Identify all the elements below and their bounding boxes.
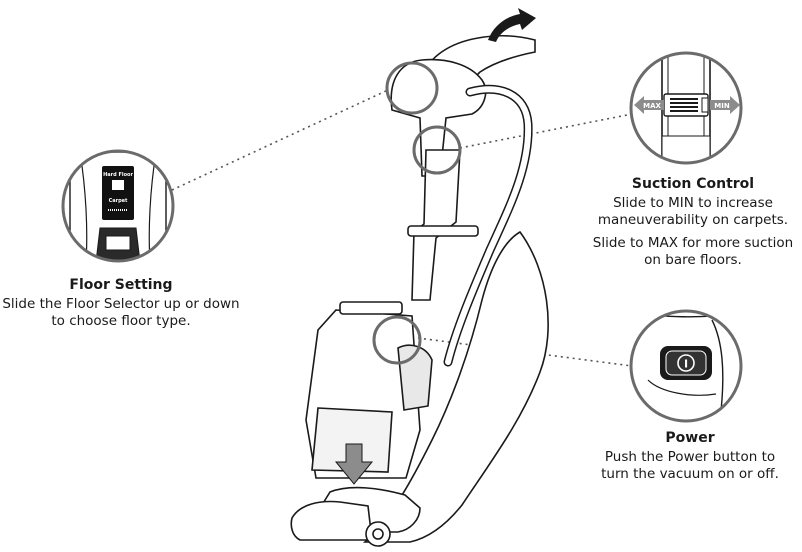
hose-inner bbox=[445, 86, 532, 365]
floor-nozzle bbox=[290, 500, 373, 541]
wand-clip bbox=[407, 225, 479, 237]
floor-setting-description: Slide the Floor Selector up or down to c… bbox=[2, 296, 240, 329]
suction-slider bbox=[663, 93, 709, 117]
leader-floor bbox=[171, 89, 389, 191]
max-arrow bbox=[634, 96, 664, 114]
ring-floor-selector bbox=[385, 61, 439, 115]
power-description: Push the Power button to turn the vacuum… bbox=[601, 449, 779, 482]
ring-power-button bbox=[372, 315, 422, 365]
vacuum-outline bbox=[290, 58, 533, 547]
suction-control-title: Suction Control bbox=[631, 176, 755, 192]
canister-window bbox=[311, 407, 393, 473]
power-inset: I bbox=[629, 309, 743, 423]
power-icon bbox=[677, 354, 695, 372]
highlight-rings bbox=[372, 61, 462, 365]
ring-suction-control bbox=[412, 125, 462, 175]
nozzle-wheel-hub bbox=[372, 528, 384, 540]
floor-setting-title: Floor Setting bbox=[69, 277, 173, 293]
suction-inset: MAX MIN bbox=[629, 51, 743, 165]
suction-slider-grip bbox=[670, 98, 698, 112]
canister-top bbox=[339, 301, 403, 315]
floor-label-panel bbox=[102, 166, 134, 220]
power-callout: Power Push the Power button to turn the … bbox=[590, 430, 790, 483]
rotate-arrow bbox=[488, 8, 536, 42]
leader-lines bbox=[171, 89, 633, 367]
suction-control-line2: Slide to MAX for more suction on bare fl… bbox=[592, 235, 794, 268]
floor-label-hard: Hard Floor bbox=[103, 172, 133, 178]
leader-suction bbox=[459, 113, 633, 149]
suction-control-line1: Slide to MIN to increase maneuverability… bbox=[597, 195, 789, 228]
handle-grip bbox=[390, 58, 487, 177]
floor-label-carpet: Carpet bbox=[109, 198, 128, 204]
min-label: MIN bbox=[714, 102, 730, 110]
floor-inset: Hard Floor Carpet bbox=[61, 149, 175, 263]
max-label: MAX bbox=[643, 102, 661, 110]
push-down-arrow bbox=[334, 443, 374, 485]
min-arrow bbox=[710, 96, 740, 114]
power-symbol: I bbox=[684, 358, 688, 371]
power-title: Power bbox=[665, 430, 715, 446]
suction-control-callout: Suction Control Slide to MIN to increase… bbox=[584, 176, 802, 269]
floor-setting-callout: Floor Setting Slide the Floor Selector u… bbox=[0, 277, 242, 330]
